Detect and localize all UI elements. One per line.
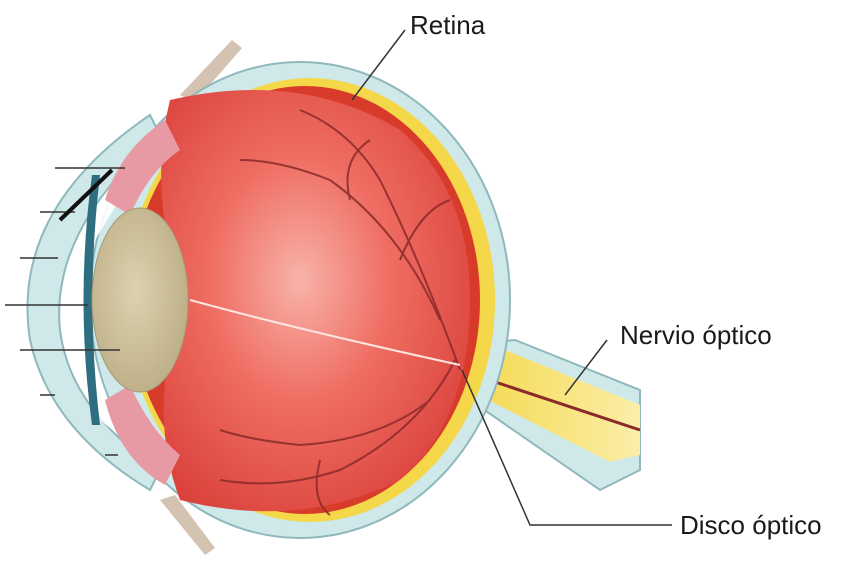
optic-nerve-label: Nervio óptico	[620, 320, 772, 350]
optic-nerve-leader	[564, 339, 608, 396]
optic-nerve	[462, 348, 640, 462]
optic-disc-label: Disco óptico	[680, 510, 822, 540]
iris-pointer	[58, 168, 114, 222]
ciliary-body-lower	[105, 385, 180, 485]
lower-eyelid-muscle	[160, 495, 215, 555]
optic-disc-leader	[461, 369, 672, 526]
cornea	[26, 113, 162, 492]
hyaloid-canal	[189, 299, 461, 366]
retinal-vessels	[219, 109, 461, 516]
unlabeled-pointers	[5, 167, 125, 456]
vitreous-body	[161, 90, 470, 512]
retina-leader	[351, 29, 406, 101]
ciliary-body-upper	[105, 120, 180, 215]
lens	[91, 207, 189, 393]
upper-eyelid-muscle	[180, 40, 242, 102]
anterior-chamber	[64, 150, 150, 460]
retina-label: Retina	[410, 10, 486, 40]
